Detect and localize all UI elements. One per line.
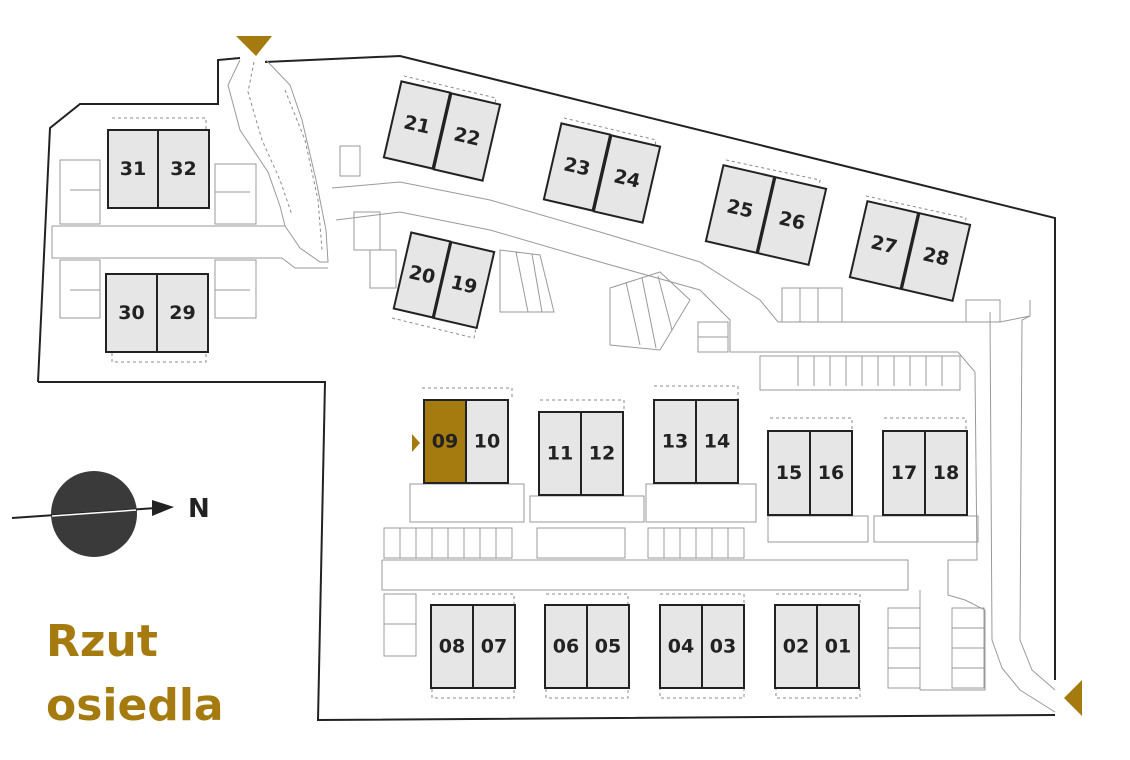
unit-26-footprint[interactable] — [756, 175, 828, 267]
unit-29[interactable]: 29 — [156, 273, 209, 353]
unit-16-footprint[interactable] — [809, 430, 853, 516]
unit-20-footprint[interactable] — [392, 231, 452, 319]
unit-20[interactable]: 20 — [392, 231, 452, 319]
unit-18-label[interactable]: 18 — [933, 462, 959, 484]
unit-16[interactable]: 16 — [809, 430, 853, 516]
unit-27-footprint[interactable] — [848, 199, 920, 291]
unit-06-footprint[interactable] — [544, 604, 588, 689]
compass-north-label: N — [188, 494, 210, 524]
unit-19[interactable]: 19 — [432, 240, 496, 330]
compass-disc — [51, 471, 137, 557]
unit-07-footprint[interactable] — [472, 604, 516, 689]
unit-10-label[interactable]: 10 — [474, 431, 500, 453]
unit-09[interactable]: 09 — [423, 399, 467, 484]
unit-13[interactable]: 13 — [653, 399, 697, 484]
entrance-north-marker — [236, 36, 272, 56]
unit-17-footprint[interactable] — [882, 430, 926, 516]
site-boundary-main — [38, 54, 1056, 722]
map-title-line-1: Rzut — [46, 616, 158, 667]
unit-12-footprint[interactable] — [580, 411, 624, 496]
compass-arrow-highlight — [51, 509, 137, 517]
compass-arrow-head-icon — [152, 500, 174, 516]
unit-11-footprint[interactable] — [538, 411, 582, 496]
unit-13-footprint[interactable] — [653, 399, 697, 484]
unit-28[interactable]: 28 — [900, 211, 972, 303]
unit-15[interactable]: 15 — [767, 430, 811, 516]
unit-16-label[interactable]: 16 — [818, 462, 844, 484]
unit-32-label[interactable]: 32 — [170, 158, 196, 180]
unit-25[interactable]: 25 — [704, 163, 776, 255]
unit-06-label[interactable]: 06 — [553, 636, 579, 658]
units-layer: 01 02 03 04 05 06 07 08 09 10 11 12 13 14 15 16 17 18 1920… — [105, 80, 972, 689]
unit-02-footprint[interactable] — [774, 604, 818, 689]
unit-18-footprint[interactable] — [924, 430, 968, 516]
unit-05-footprint[interactable] — [586, 604, 630, 689]
unit-14-footprint[interactable] — [695, 399, 739, 484]
site-boundary-west — [37, 57, 241, 383]
unit-17-label[interactable]: 17 — [891, 462, 917, 484]
unit-08-footprint[interactable] — [430, 604, 474, 689]
unit-30-footprint[interactable] — [105, 273, 158, 353]
unit-07[interactable]: 07 — [472, 604, 516, 689]
unit-24-footprint[interactable] — [592, 134, 662, 224]
unit-22-footprint[interactable] — [432, 92, 502, 182]
unit-05[interactable]: 05 — [586, 604, 630, 689]
unit-05-label[interactable]: 05 — [595, 636, 621, 658]
unit-12[interactable]: 12 — [580, 411, 624, 496]
unit-27[interactable]: 27 — [848, 199, 920, 291]
compass: N — [11, 471, 210, 557]
unit-06[interactable]: 06 — [544, 604, 588, 689]
unit-10-footprint[interactable] — [465, 399, 509, 484]
unit-10[interactable]: 10 — [465, 399, 509, 484]
unit-04-label[interactable]: 04 — [668, 636, 694, 658]
unit-09-label[interactable]: 09 — [432, 431, 458, 453]
unit-32[interactable]: 32 — [157, 129, 210, 209]
unit-21-footprint[interactable] — [382, 80, 452, 170]
unit-13-label[interactable]: 13 — [662, 431, 688, 453]
unit-14[interactable]: 14 — [695, 399, 739, 484]
unit-31-footprint[interactable] — [107, 129, 159, 209]
unit-23-footprint[interactable] — [542, 122, 612, 212]
unit-11[interactable]: 11 — [538, 411, 582, 496]
unit-14-label[interactable]: 14 — [704, 431, 730, 453]
unit-04[interactable]: 04 — [659, 604, 703, 689]
unit-28-footprint[interactable] — [900, 211, 972, 303]
unit-18[interactable]: 18 — [924, 430, 968, 516]
roads — [51, 59, 1056, 713]
unit-30-label[interactable]: 30 — [118, 302, 144, 324]
unit-15-label[interactable]: 15 — [776, 462, 802, 484]
unit-26[interactable]: 26 — [756, 175, 828, 267]
unit-02-label[interactable]: 02 — [783, 636, 809, 658]
unit-15-footprint[interactable] — [767, 430, 811, 516]
unit-02[interactable]: 02 — [774, 604, 818, 689]
unit-29-footprint[interactable] — [156, 273, 209, 353]
map-title-line-2: osiedla — [46, 680, 224, 731]
unit-03-footprint[interactable] — [701, 604, 745, 689]
unit-23[interactable]: 23 — [542, 122, 612, 212]
unit-17[interactable]: 17 — [882, 430, 926, 516]
unit-32-footprint[interactable] — [157, 129, 210, 209]
unit-04-footprint[interactable] — [659, 604, 703, 689]
unit-25-footprint[interactable] — [704, 163, 776, 255]
unit-11-label[interactable]: 11 — [547, 443, 573, 465]
unit-22[interactable]: 22 — [432, 92, 502, 182]
unit-31-label[interactable]: 31 — [120, 158, 146, 180]
unit-21[interactable]: 21 — [382, 80, 452, 170]
unit-29-label[interactable]: 29 — [169, 302, 195, 324]
selected-unit-marker — [412, 434, 420, 452]
unit-07-label[interactable]: 07 — [481, 636, 507, 658]
unit-19-footprint[interactable] — [432, 240, 496, 330]
entrance-east-marker — [1064, 680, 1082, 716]
unit-08-label[interactable]: 08 — [439, 636, 465, 658]
unit-24[interactable]: 24 — [592, 134, 662, 224]
unit-08[interactable]: 08 — [430, 604, 474, 689]
unit-30[interactable]: 30 — [105, 273, 158, 353]
unit-01[interactable]: 01 — [816, 604, 860, 689]
unit-01-label[interactable]: 01 — [825, 636, 851, 658]
unit-31[interactable]: 31 — [107, 129, 159, 209]
unit-03[interactable]: 03 — [701, 604, 745, 689]
unit-12-label[interactable]: 12 — [589, 443, 615, 465]
unit-03-label[interactable]: 03 — [710, 636, 736, 658]
